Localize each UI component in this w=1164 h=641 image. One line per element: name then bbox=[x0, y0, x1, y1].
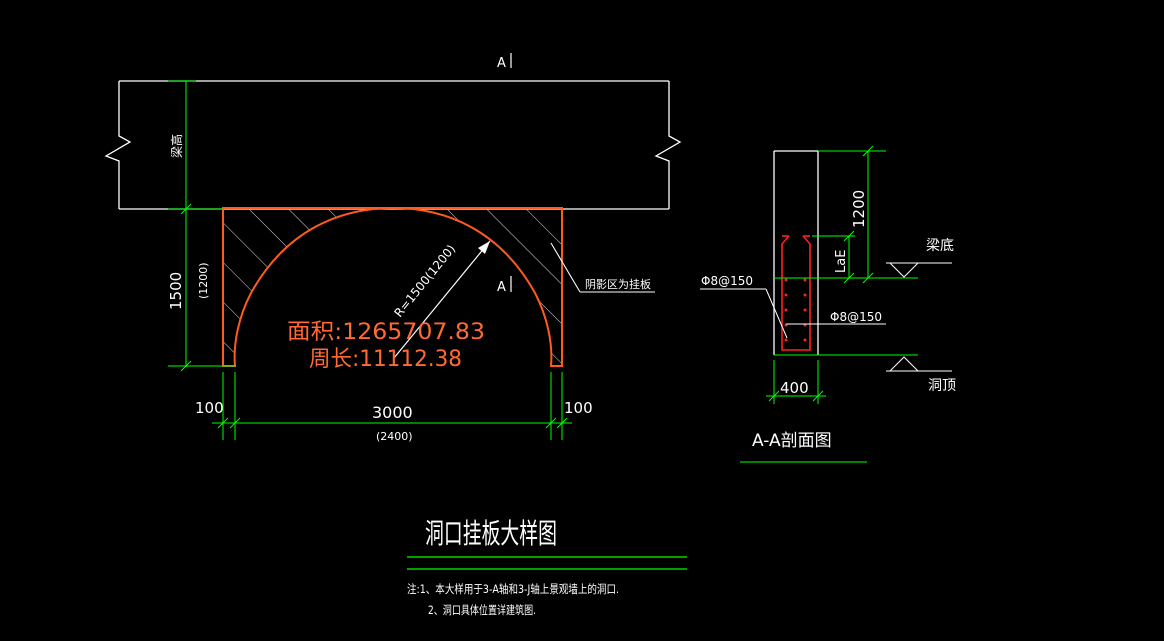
section-dim-400-label: 400 bbox=[780, 379, 809, 397]
hanging-plate-hatch bbox=[223, 208, 562, 366]
shaded-note-label: 阴影区为挂板 bbox=[585, 277, 651, 291]
beam-bottom-level: 梁底 bbox=[774, 238, 954, 279]
hanging-plate-outline bbox=[222, 206, 563, 367]
shaded-note-leader: 阴影区为挂板 bbox=[550, 242, 655, 293]
radius-label: R=1500(1200) bbox=[391, 242, 458, 320]
rebar-2-label: Φ8@150 bbox=[830, 310, 882, 324]
dim-height-alt-label: (1200) bbox=[197, 262, 210, 299]
section-dimension-400 bbox=[766, 360, 826, 404]
radius-arrowhead bbox=[478, 241, 490, 254]
section-mark-mid-label: A bbox=[497, 280, 506, 295]
break-line-right bbox=[654, 81, 682, 209]
dimension-horizontal bbox=[212, 372, 572, 440]
section-dim-1200-label: 1200 bbox=[850, 190, 868, 228]
drawing-title: 洞口挂板大样图 bbox=[425, 517, 557, 550]
dim-right-label: 100 bbox=[564, 399, 593, 417]
dim-width-alt-label: (2400) bbox=[376, 430, 413, 443]
note-line-1: 注:1、本大样用于3-A轴和3-J轴上景观墙上的洞口. bbox=[407, 582, 619, 596]
dim-left-label: 100 bbox=[195, 399, 224, 417]
dim-height-label: 1500 bbox=[167, 272, 185, 310]
beam-height-label: 梁高 bbox=[169, 134, 184, 158]
perimeter-label: 周长:11112.38 bbox=[309, 347, 462, 372]
section-title: A-A剖面图 bbox=[752, 431, 832, 451]
break-line-left bbox=[104, 81, 132, 209]
dimension-vertical bbox=[168, 80, 236, 372]
beam-bottom-label: 梁底 bbox=[926, 238, 954, 254]
dim-width-label: 3000 bbox=[372, 403, 413, 422]
section-mark-top: A bbox=[497, 53, 512, 71]
note-line-2: 2、洞口具体位置详建筑图. bbox=[428, 603, 536, 617]
opening-top-level: 洞顶 bbox=[774, 354, 956, 394]
area-label: 面积:1265707.83 bbox=[287, 320, 485, 345]
rebar-1-label: Φ8@150 bbox=[701, 274, 753, 288]
section-outline bbox=[773, 150, 819, 355]
section-rebar-dots bbox=[784, 278, 807, 342]
section-rebar bbox=[781, 235, 811, 351]
section-mark-mid: A bbox=[497, 276, 512, 295]
opening-top-label: 洞顶 bbox=[928, 378, 956, 394]
beam bbox=[104, 80, 682, 210]
section-mark-top-label: A bbox=[497, 56, 506, 71]
section-dim-lae-label: LaE bbox=[834, 250, 849, 273]
rebar-leader-1 bbox=[700, 288, 788, 339]
